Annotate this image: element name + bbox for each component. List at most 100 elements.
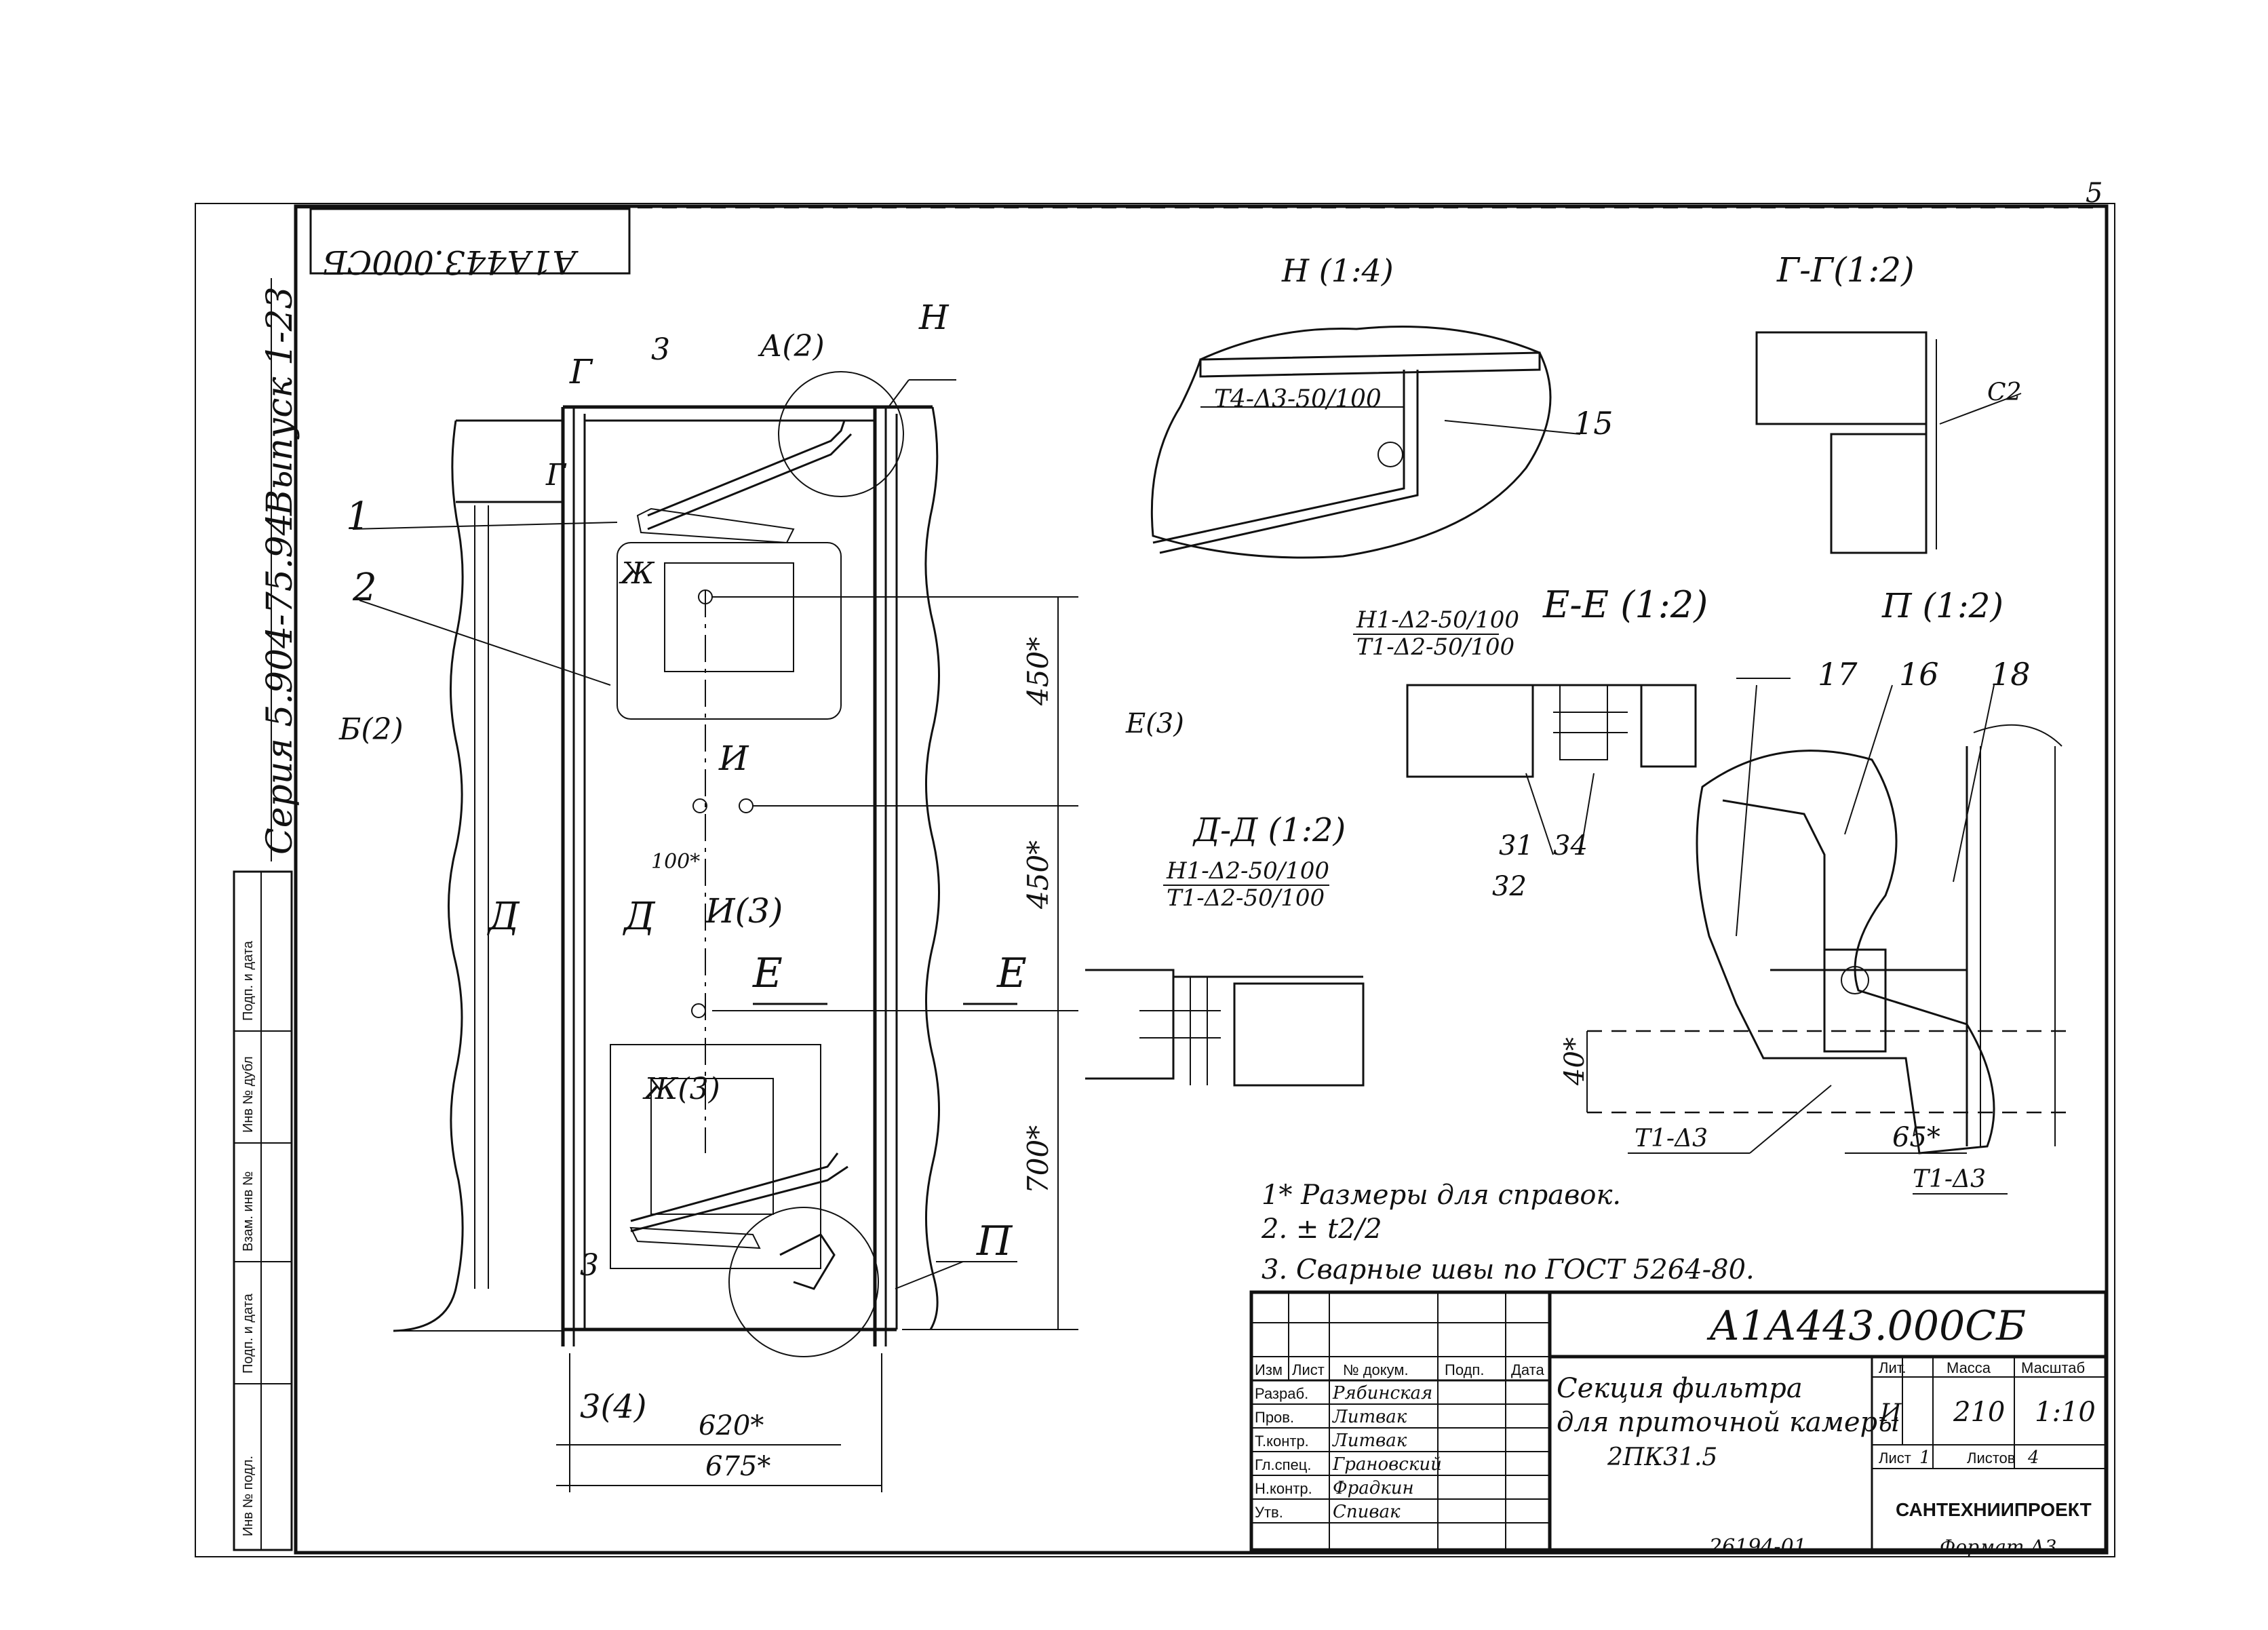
svg-text:1:10: 1:10 xyxy=(2035,1397,2096,1428)
outer-frame xyxy=(195,203,2115,1557)
svg-text:3(4): 3(4) xyxy=(580,1388,647,1426)
svg-text:Фрадкин: Фрадкин xyxy=(1333,1478,1414,1498)
svg-text:4: 4 xyxy=(2027,1448,2039,1468)
svg-text:Н (1:4): Н (1:4) xyxy=(1281,252,1394,289)
svg-text:Подп. и дата: Подп. и дата xyxy=(241,940,256,1021)
svg-text:П (1:2): П (1:2) xyxy=(1881,586,2003,625)
svg-text:И: И xyxy=(1879,1399,1902,1427)
detail-dd: Д-Д (1:2) Н1-Δ2-50/100 Т1-Δ2-50/100 xyxy=(1085,811,1365,1087)
footer-format: Формат А3 xyxy=(1940,1536,2056,1558)
svg-text:Взам. инв №: Взам. инв № xyxy=(241,1171,256,1251)
svg-text:65*: 65* xyxy=(1892,1122,1940,1153)
svg-text:САНТЕХНИИПРОЕКТ: САНТЕХНИИПРОЕКТ xyxy=(1896,1499,2092,1520)
svg-text:Е(3): Е(3) xyxy=(1125,708,1184,739)
inner-frame xyxy=(294,204,2109,1555)
svg-text:Е: Е xyxy=(996,950,1027,997)
svg-text:2ПК31.5: 2ПК31.5 xyxy=(1607,1443,1717,1471)
svg-text:А1А443.000СБ: А1А443.000СБ xyxy=(1706,1302,2026,1350)
series-label: Серия 5.904-75.94 xyxy=(260,513,300,855)
svg-text:Грановский: Грановский xyxy=(1332,1454,1442,1475)
svg-text:П: П xyxy=(976,1218,1013,1265)
svg-text:Секция фильтра: Секция фильтра xyxy=(1557,1373,1803,1404)
svg-text:3. Сварные швы по ГОСТ 5264-80: 3. Сварные швы по ГОСТ 5264-80. xyxy=(1262,1254,1755,1285)
issue-label: Выпуск 1-23 xyxy=(260,286,300,516)
svg-text:Литвак: Литвак xyxy=(1331,1407,1407,1427)
svg-text:Н1-Δ2-50/100: Н1-Δ2-50/100 xyxy=(1356,606,1519,634)
svg-text:Лит.: Лит. xyxy=(1879,1359,1906,1376)
svg-text:17: 17 xyxy=(1818,656,1858,693)
svg-text:31: 31 xyxy=(1499,830,1533,861)
svg-text:Т1-Δ3: Т1-Δ3 xyxy=(1913,1165,1986,1193)
svg-text:Листов: Листов xyxy=(1967,1450,2015,1467)
svg-text:675*: 675* xyxy=(705,1451,770,1482)
svg-text:Н: Н xyxy=(918,298,950,337)
svg-text:Разраб.: Разраб. xyxy=(1255,1385,1308,1402)
svg-text:Инв № подл.: Инв № подл. xyxy=(241,1456,256,1536)
svg-text:Г: Г xyxy=(569,352,593,391)
svg-text:32: 32 xyxy=(1492,871,1527,902)
svg-text:Н.контр.: Н.контр. xyxy=(1255,1480,1312,1497)
left-margin-box: Инв № подл. Подп. и дата Взам. инв № Инв… xyxy=(233,870,293,1551)
svg-text:Рябинская: Рябинская xyxy=(1332,1383,1432,1403)
svg-text:Д: Д xyxy=(486,895,520,939)
detail-p: П (1:2) 17 16 18 40* 65* Т1-Δ3 Т1-Δ3 xyxy=(1559,586,2075,1195)
svg-text:1* Размеры для справок.: 1* Размеры для справок. xyxy=(1262,1180,1621,1211)
svg-text:Н1-Δ2-50/100: Н1-Δ2-50/100 xyxy=(1166,857,1329,885)
notes: 1* Размеры для справок. 2. ± t2/2 3. Сва… xyxy=(1261,1180,1755,1285)
svg-text:450*: 450* xyxy=(1021,637,1055,706)
svg-text:1: 1 xyxy=(346,494,370,539)
page-number: 5 xyxy=(2086,178,2103,209)
svg-text:Ж(3): Ж(3) xyxy=(642,1072,720,1106)
svg-text:Подп.: Подп. xyxy=(1445,1361,1484,1378)
detail-gg: Г-Г(1:2) С2 xyxy=(1755,250,2021,554)
svg-text:Лист: Лист xyxy=(1879,1450,1911,1467)
svg-text:Т1-Δ3: Т1-Δ3 xyxy=(1635,1125,1708,1152)
svg-text:Г: Г xyxy=(545,458,567,492)
svg-text:Е-Е (1:2): Е-Е (1:2) xyxy=(1542,583,1708,626)
svg-text:18: 18 xyxy=(1991,656,2031,693)
svg-text:16: 16 xyxy=(1899,656,1939,693)
svg-text:Литвак: Литвак xyxy=(1331,1431,1407,1451)
svg-text:Т.контр.: Т.контр. xyxy=(1255,1433,1309,1450)
footer-inventory: 26194-01 xyxy=(1708,1535,1807,1559)
svg-text:3: 3 xyxy=(651,332,670,367)
svg-text:Масштаб: Масштаб xyxy=(2021,1359,2085,1376)
svg-text:Подп. и дата: Подп. и дата xyxy=(241,1293,256,1374)
svg-text:Инв № дубл: Инв № дубл xyxy=(241,1056,256,1133)
svg-text:40*: 40* xyxy=(1559,1037,1590,1086)
svg-text:Т1-Δ2-50/100: Т1-Δ2-50/100 xyxy=(1356,634,1514,661)
title-block: Изм Лист № докум. Подп. Дата Разраб. Ряб… xyxy=(1249,1290,2108,1552)
svg-text:И(3): И(3) xyxy=(705,891,783,931)
svg-text:Ж: Ж xyxy=(619,556,655,591)
svg-text:34: 34 xyxy=(1553,830,1588,861)
svg-text:2. ± t2/2: 2. ± t2/2 xyxy=(1261,1214,1382,1245)
svg-text:Т4-Δ3-50/100: Т4-Δ3-50/100 xyxy=(1214,385,1382,413)
svg-text:Б(2): Б(2) xyxy=(338,712,404,747)
svg-text:Г-Г(1:2): Г-Г(1:2) xyxy=(1776,250,1915,290)
main-view: 1 2 3 Г Г А(2) Н Б(2) Д Д Ж Ж(3) И И(3) … xyxy=(338,298,1184,1492)
svg-text:2: 2 xyxy=(352,566,377,610)
svg-text:Масса: Масса xyxy=(1947,1359,1991,1376)
svg-text:Утв.: Утв. xyxy=(1255,1504,1283,1521)
svg-text:Гл.спец.: Гл.спец. xyxy=(1255,1456,1312,1473)
svg-text:Пров.: Пров. xyxy=(1255,1409,1294,1426)
svg-text:Спивак: Спивак xyxy=(1333,1502,1401,1522)
svg-text:3: 3 xyxy=(580,1248,599,1283)
svg-text:100*: 100* xyxy=(651,850,700,874)
svg-text:210: 210 xyxy=(1953,1397,2005,1428)
detail-ee: Е-Е (1:2) Н1-Δ2-50/100 Т1-Δ2-50/100 31 3… xyxy=(1353,583,1708,902)
svg-text:15: 15 xyxy=(1573,405,1614,442)
svg-text:Д-Д (1:2): Д-Д (1:2) xyxy=(1192,811,1346,849)
svg-text:Изм: Изм xyxy=(1255,1361,1283,1378)
svg-text:Лист: Лист xyxy=(1292,1361,1325,1378)
svg-text:А(2): А(2) xyxy=(758,329,825,364)
svg-text:Дата: Дата xyxy=(1511,1361,1544,1378)
svg-text:1: 1 xyxy=(1919,1448,1931,1468)
svg-text:700*: 700* xyxy=(1021,1125,1055,1194)
stamp-code-box xyxy=(309,208,631,275)
svg-text:Д: Д xyxy=(622,895,656,939)
svg-text:С2: С2 xyxy=(1987,379,2021,406)
svg-text:Т1-Δ2-50/100: Т1-Δ2-50/100 xyxy=(1167,885,1325,912)
stamp-code: А1А443.000СБ xyxy=(323,243,579,281)
